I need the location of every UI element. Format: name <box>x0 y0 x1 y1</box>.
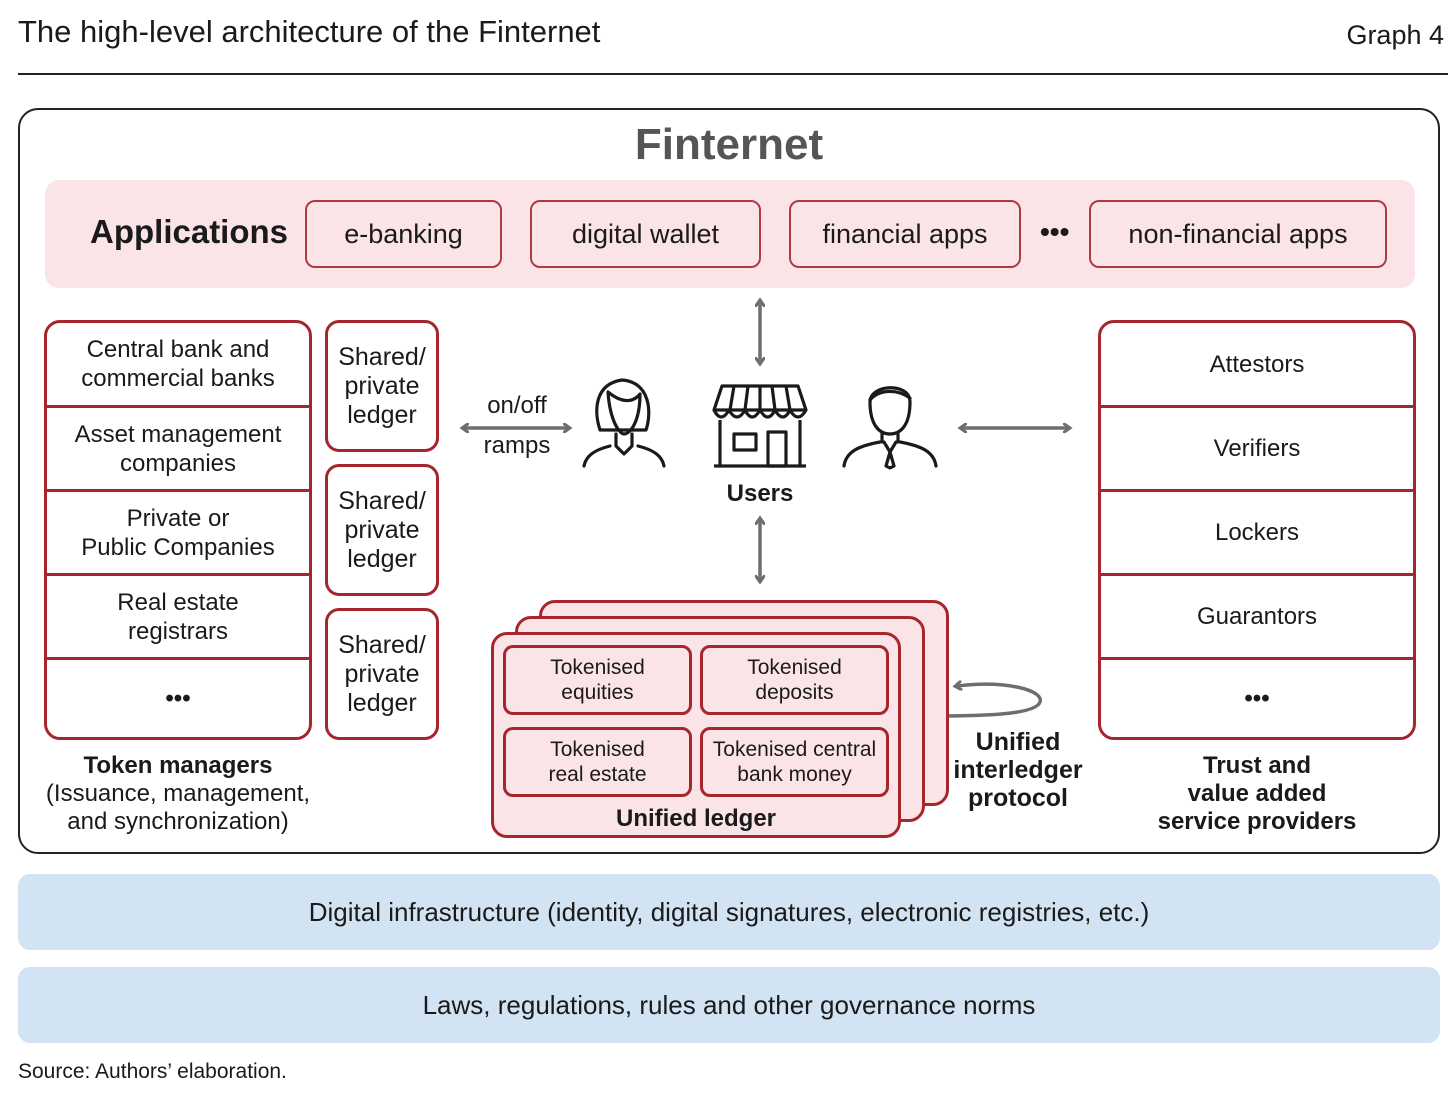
cell-line: Tokenised central <box>712 738 877 761</box>
trust-caption-line: service providers <box>1157 808 1357 835</box>
storefront-icon <box>712 384 808 468</box>
unified-ledger-label: Unified ledger <box>615 805 777 832</box>
trust-more: ••• <box>1244 685 1270 712</box>
token-managers-subtitle: (Issuance, management, <box>45 780 311 807</box>
trust-lockers: Lockers <box>1101 492 1413 576</box>
token-managers-subtitle: and synchronization) <box>67 808 289 835</box>
woman-user-icon <box>582 378 666 468</box>
source-note: Source: Authors’ elaboration. <box>18 1060 287 1083</box>
interledger-loop-arrow <box>933 684 1042 716</box>
trust-attestors: Attestors <box>1101 323 1413 408</box>
applications-more: ••• <box>1040 216 1070 247</box>
interledger-protocol-label: Unified interledger protocol <box>940 728 1096 812</box>
app-digital-wallet: digital wallet <box>530 200 761 268</box>
trust-caption: Trust and value added service providers <box>1098 752 1416 836</box>
token-managers-title: Token managers <box>83 752 273 779</box>
ledger-line: Shared/ <box>338 630 426 659</box>
ramps-label-bottom: ramps <box>483 432 551 459</box>
cell-line: bank money <box>737 763 852 786</box>
trust-providers-stack: Attestors Verifiers Lockers Guarantors •… <box>1098 320 1416 740</box>
cell-line: real estate <box>548 763 647 786</box>
app-non-financial-apps: non-financial apps <box>1089 200 1387 268</box>
cell-line: Tokenised <box>550 738 645 761</box>
users-label: Users <box>726 480 794 507</box>
app-financial-apps: financial apps <box>789 200 1021 268</box>
cell-line: Asset management <box>74 420 282 448</box>
ledger-line: private <box>344 371 420 400</box>
ramps-label-top: on/off <box>487 392 547 419</box>
ledger-line: Shared/ <box>338 342 426 371</box>
page-title: The high-level architecture of the Finte… <box>18 14 601 49</box>
man-user-icon <box>842 386 938 470</box>
ledger-line: private <box>344 515 420 544</box>
protocol-line: interledger <box>953 756 1083 784</box>
cell-line: Private or <box>126 504 230 532</box>
token-managers-caption: Token managers (Issuance, management, an… <box>30 752 326 836</box>
trust-caption-line: value added <box>1187 780 1327 807</box>
governance-band: Laws, regulations, rules and other gover… <box>18 967 1440 1043</box>
finternet-title: Finternet <box>634 120 824 169</box>
ledger-line: ledger <box>347 400 417 429</box>
applications-label: Applications <box>90 213 289 250</box>
digital-infrastructure-band: Digital infrastructure (identity, digita… <box>18 874 1440 950</box>
title-rule <box>18 73 1448 75</box>
ledger-line: Shared/ <box>338 486 426 515</box>
finternet-frame <box>18 108 1440 854</box>
graph-number: Graph 4 <box>1346 20 1444 50</box>
token-manager-more: ••• <box>165 685 191 712</box>
cell-line: companies <box>119 449 237 477</box>
cell-line: Central bank and <box>86 336 270 363</box>
trust-guarantors: Guarantors <box>1101 576 1413 660</box>
cell-line: Real estate <box>117 588 239 616</box>
trust-verifiers: Verifiers <box>1101 408 1413 492</box>
trust-caption-line: Trust and <box>1202 752 1311 779</box>
cell-line: Public Companies <box>81 533 275 561</box>
protocol-line: protocol <box>968 784 1068 812</box>
cell-line: deposits <box>755 681 834 704</box>
ledger-line: private <box>344 659 420 688</box>
cell-line: commercial banks <box>81 365 275 392</box>
cell-line: registrars <box>127 617 229 645</box>
cell-line: equities <box>561 681 634 704</box>
cell-line: Tokenised <box>550 656 645 679</box>
protocol-line: Unified <box>975 728 1061 756</box>
ledger-line: ledger <box>347 544 417 573</box>
app-e-banking: e-banking <box>305 200 502 268</box>
cell-line: Tokenised <box>747 656 842 679</box>
ledger-line: ledger <box>347 688 417 717</box>
